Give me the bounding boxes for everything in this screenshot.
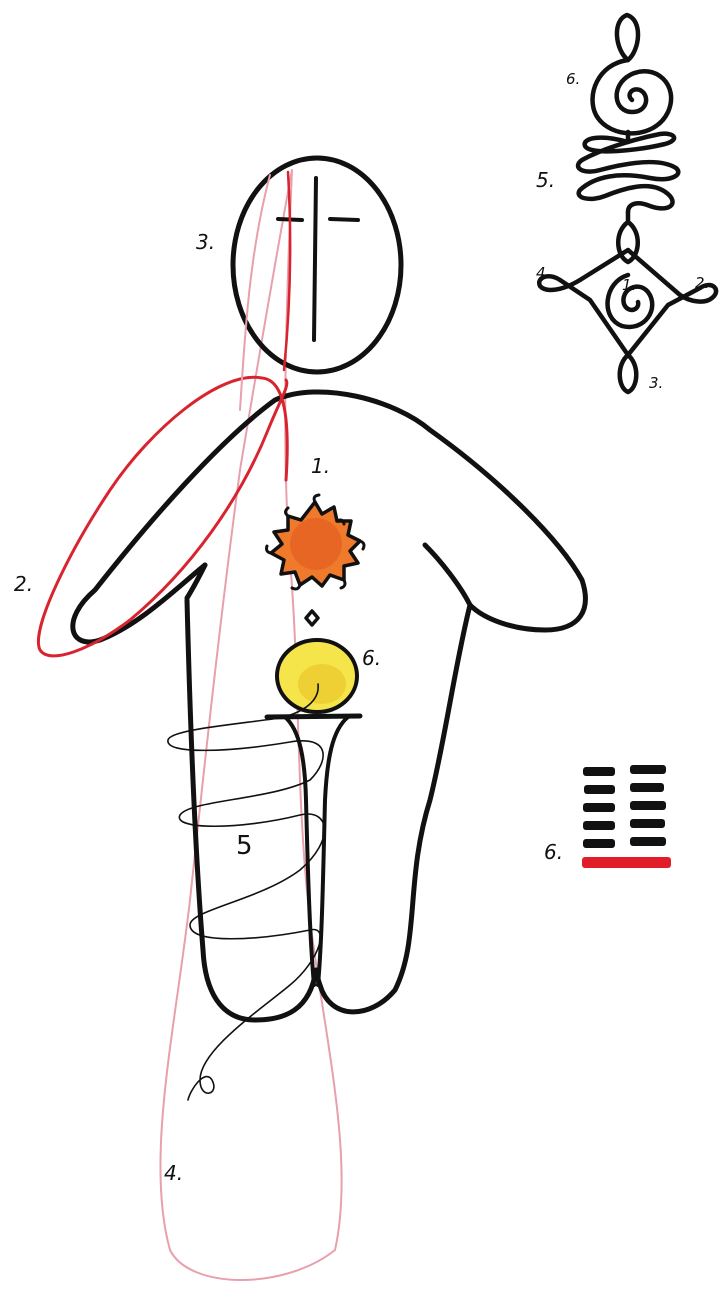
hexagram-line-4-left <box>583 821 615 830</box>
sigil-label-top: 6. <box>566 72 580 87</box>
hexagram-line-5-left <box>583 839 615 848</box>
sun-core <box>290 518 342 570</box>
hexagram-label: 6. <box>544 842 563 862</box>
small-diamond <box>306 611 318 625</box>
hexagram-line-5-right <box>630 837 666 846</box>
sigil-loops <box>578 134 678 212</box>
face-vertical-line <box>314 178 316 340</box>
hexagram-line-1-left <box>583 767 615 776</box>
sigil-top-spiral <box>593 60 672 133</box>
hexagram-line-1-right <box>630 765 666 774</box>
sigil-label-bottom: 3. <box>649 376 663 391</box>
arm-inner-line-right <box>425 545 470 605</box>
eye-right <box>330 219 358 220</box>
hexagram-line-4-right <box>630 819 665 828</box>
hexagram-line-2-left <box>584 785 615 794</box>
sigil-label-left: 4. <box>536 266 550 281</box>
label-yellow: 6. <box>362 648 381 668</box>
sigil-label-loops: 5. <box>536 170 555 190</box>
hexagram-line-3-right <box>630 801 666 810</box>
sigil-diamond <box>539 250 716 355</box>
hexagram-line-2-right <box>630 783 664 792</box>
label-spiral: 5 <box>236 833 253 859</box>
hexagram-line-6-solid <box>582 857 671 868</box>
label-base: 4. <box>164 1163 183 1183</box>
label-head: 3. <box>196 232 215 252</box>
label-heart: 1. <box>311 456 330 476</box>
sigil-bottom-loop <box>620 355 637 392</box>
label-arm: 2. <box>14 574 33 594</box>
yellow-sphere-core <box>298 664 346 704</box>
sigil-label-right: 2. <box>695 276 709 291</box>
sigil-top-loop <box>617 15 638 60</box>
hexagram <box>582 765 671 868</box>
sigil-label-center: 1. <box>622 278 636 293</box>
hexagram-line-3-left <box>583 803 615 812</box>
